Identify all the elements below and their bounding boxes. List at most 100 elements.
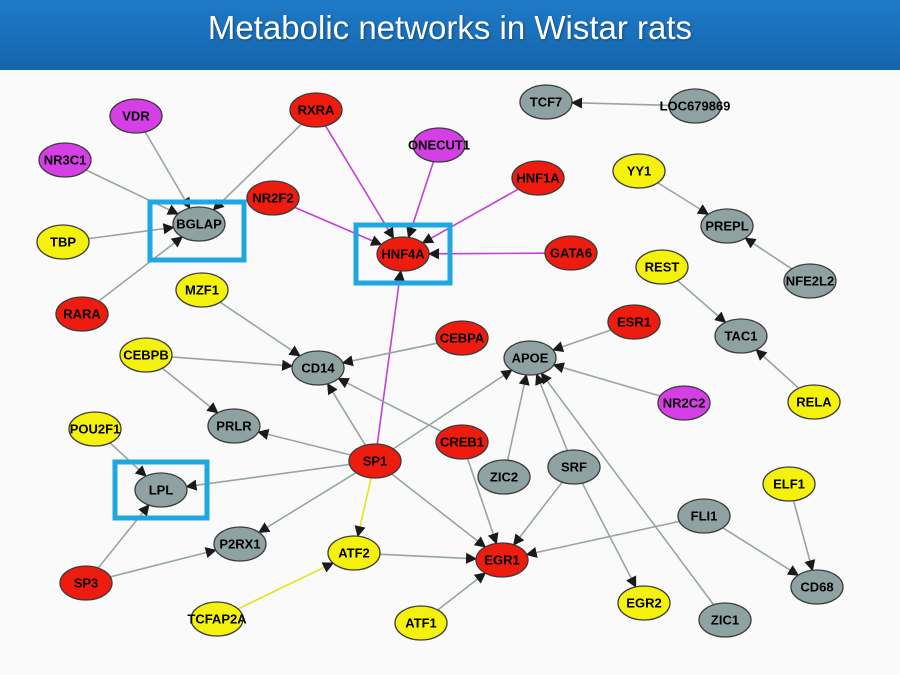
node-loc679869[interactable]: LOC679869 (660, 88, 731, 124)
node-shape-sp1 (348, 443, 402, 479)
edge-tcfap2a-to-atf2 (237, 562, 335, 610)
edge-nr2f2-to-hnf4a (294, 206, 383, 246)
node-sp1[interactable]: SP1 (348, 443, 402, 479)
node-shape-tcf7 (519, 84, 573, 120)
node-tcfap2a[interactable]: TCFAP2A (187, 601, 247, 637)
node-mzf1[interactable]: MZF1 (175, 272, 229, 308)
node-shape-mzf1 (175, 272, 229, 308)
node-rest[interactable]: REST (635, 249, 689, 285)
node-label-zic2: ZIC2 (490, 470, 518, 485)
node-label-tcf7: TCF7 (530, 95, 563, 110)
node-label-cebpb: CEBPB (123, 348, 169, 363)
node-label-yy1: YY1 (627, 164, 652, 179)
node-label-atf2: ATF2 (338, 546, 370, 561)
node-fli1[interactable]: FLI1 (677, 498, 731, 534)
node-shape-zic1 (698, 602, 752, 638)
node-shape-p2rx1 (213, 526, 267, 562)
node-label-nfe2l2: NFE2L2 (786, 274, 834, 289)
node-label-mzf1: MZF1 (185, 283, 219, 298)
node-esr1[interactable]: ESR1 (607, 304, 661, 340)
node-creb1[interactable]: CREB1 (435, 424, 489, 460)
node-tcf7[interactable]: TCF7 (519, 84, 573, 120)
node-label-nr2c2: NR2C2 (663, 396, 706, 411)
node-shape-yy1 (612, 153, 666, 189)
node-gata6[interactable]: GATA6 (544, 235, 598, 271)
node-shape-egr2 (617, 585, 671, 621)
edge-vdr-to-bglap (144, 131, 191, 210)
edge-rela-to-tac1 (755, 349, 800, 389)
node-prepl[interactable]: PREPL (700, 208, 754, 244)
node-zic1[interactable]: ZIC1 (698, 602, 752, 638)
edge-rxra-to-bglap (212, 123, 303, 211)
node-vdr[interactable]: VDR (109, 98, 163, 134)
node-cd68[interactable]: CD68 (790, 569, 844, 605)
edge-loc679869-to-tcf7 (570, 97, 670, 109)
node-nr2f2[interactable]: NR2F2 (246, 180, 300, 216)
edge-atf2-to-egr1 (379, 552, 478, 564)
node-shape-tac1 (714, 318, 768, 354)
node-apoe[interactable]: APOE (503, 340, 557, 376)
node-tac1[interactable]: TAC1 (714, 318, 768, 354)
node-cd14[interactable]: CD14 (291, 350, 345, 386)
node-cebpa[interactable]: CEBPA (435, 320, 489, 356)
node-pou2f1[interactable]: POU2F1 (68, 411, 122, 447)
node-rara[interactable]: RARA (55, 296, 109, 332)
node-shape-nfe2l2 (783, 263, 837, 299)
node-cebpb[interactable]: CEBPB (119, 337, 173, 373)
node-shape-bglap (172, 206, 226, 242)
node-shape-creb1 (435, 424, 489, 460)
node-shape-nr2c2 (657, 385, 711, 421)
highlight-box-lpl (112, 459, 210, 521)
node-label-vdr: VDR (122, 109, 150, 124)
edge-srf-to-egr2 (581, 482, 637, 588)
node-label-egr1: EGR1 (484, 553, 519, 568)
edge-sp1-to-lpl (185, 463, 350, 491)
edge-sp1-to-cd14 (326, 382, 367, 446)
node-shape-lpl (134, 472, 188, 508)
node-shape-loc679869 (668, 88, 722, 124)
node-srf[interactable]: SRF (547, 449, 601, 485)
node-sp3[interactable]: SP3 (59, 565, 113, 601)
node-shape-vdr (109, 98, 163, 134)
node-label-cd68: CD68 (800, 580, 833, 595)
node-label-hnf1a: HNF1A (516, 171, 560, 186)
node-tbp[interactable]: TBP (36, 224, 90, 260)
edge-zic1-to-apoe (540, 372, 715, 606)
node-nr3c1[interactable]: NR3C1 (38, 142, 92, 178)
node-shape-atf2 (327, 535, 381, 571)
edge-rara-to-bglap (98, 236, 184, 302)
node-p2rx1[interactable]: P2RX1 (213, 526, 267, 562)
node-egr2[interactable]: EGR2 (617, 585, 671, 621)
node-shape-onecut1 (412, 127, 466, 163)
node-label-prlr: PRLR (216, 419, 252, 434)
node-shape-atf1 (394, 605, 448, 641)
slide-title: Metabolic networks in Wistar rats (207, 9, 693, 46)
edge-sp1-to-atf2 (354, 477, 372, 538)
node-shape-nr3c1 (38, 142, 92, 178)
node-egr1[interactable]: EGR1 (475, 542, 529, 578)
node-atf2[interactable]: ATF2 (327, 535, 381, 571)
node-label-apoe: APOE (512, 351, 549, 366)
node-onecut1[interactable]: ONECUT1 (408, 127, 470, 163)
node-label-creb1: CREB1 (440, 435, 484, 450)
node-hnf4a[interactable]: HNF4A (376, 236, 430, 272)
node-prlr[interactable]: PRLR (207, 408, 261, 444)
node-shape-srf (547, 449, 601, 485)
node-lpl[interactable]: LPL (134, 472, 188, 508)
node-nfe2l2[interactable]: NFE2L2 (783, 263, 837, 299)
node-rxra[interactable]: RXRA (289, 92, 343, 128)
node-atf1[interactable]: ATF1 (394, 605, 448, 641)
node-label-onecut1: ONECUT1 (408, 138, 470, 153)
node-yy1[interactable]: YY1 (612, 153, 666, 189)
node-rela[interactable]: RELA (787, 384, 841, 420)
node-nr2c2[interactable]: NR2C2 (657, 385, 711, 421)
node-label-elf1: ELF1 (773, 477, 805, 492)
node-label-sp1: SP1 (363, 454, 388, 469)
node-hnf1a[interactable]: HNF1A (511, 160, 565, 196)
edge-srf-to-egr1 (513, 481, 563, 546)
node-shape-fli1 (677, 498, 731, 534)
node-shape-egr1 (475, 542, 529, 578)
node-bglap[interactable]: BGLAP (172, 206, 226, 242)
node-zic2[interactable]: ZIC2 (477, 459, 531, 495)
node-elf1[interactable]: ELF1 (762, 466, 816, 502)
